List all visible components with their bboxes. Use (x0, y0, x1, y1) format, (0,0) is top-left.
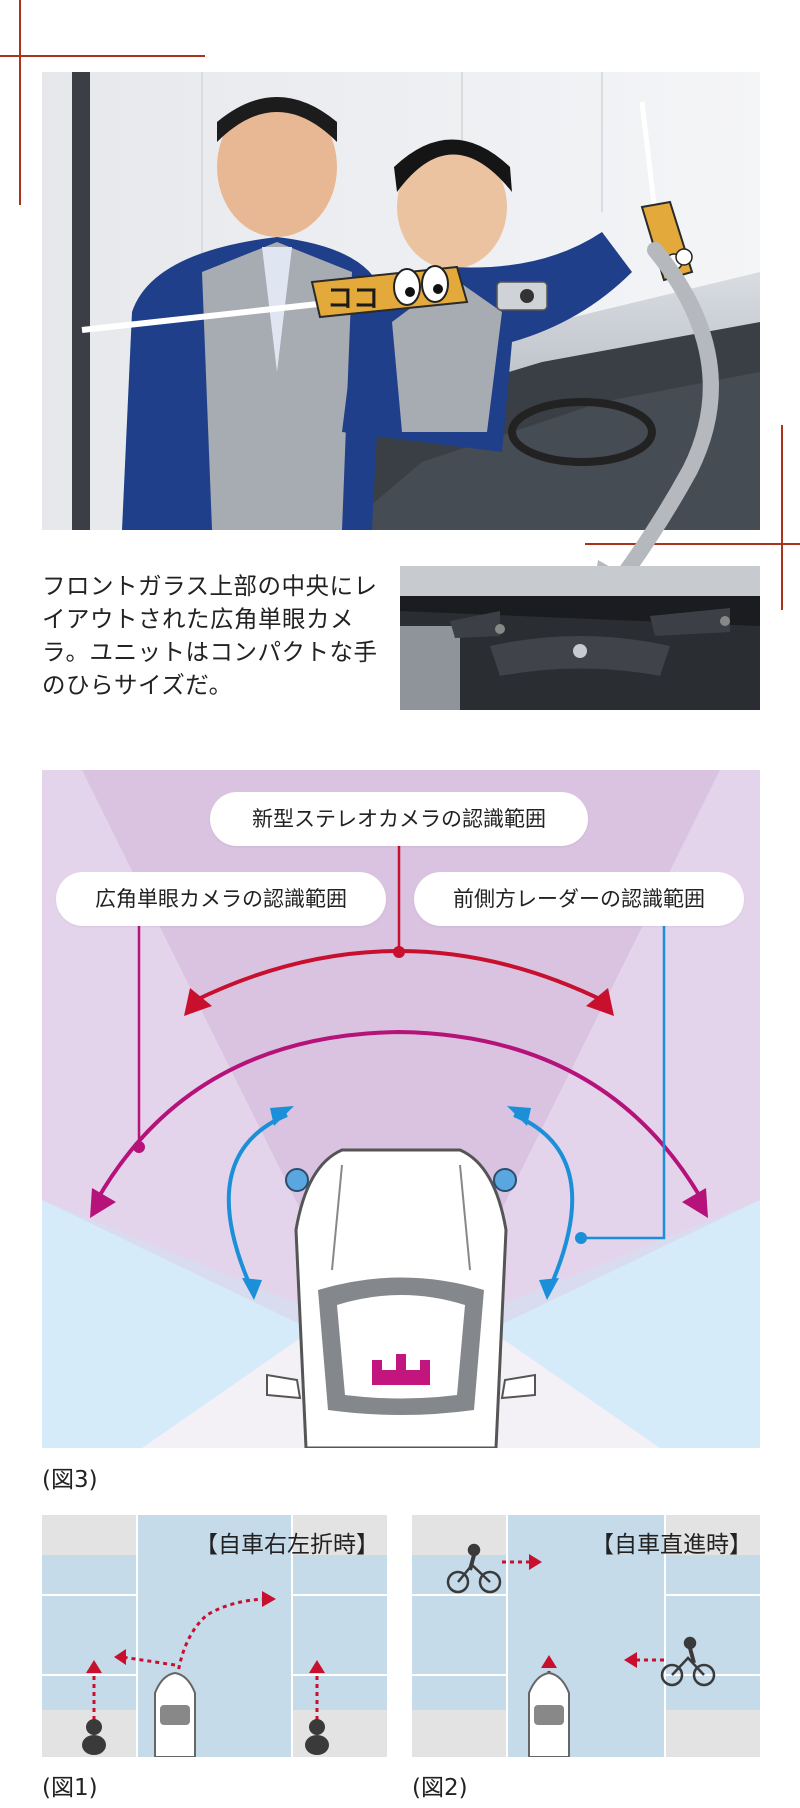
engineers-photo: ココ (42, 72, 760, 530)
label-wide-range: 広角単眼カメラの認識範囲 (56, 872, 386, 926)
radar-range-arrows (226, 898, 666, 1300)
corner-line-right-h (585, 543, 800, 545)
corner-line-right-v (781, 425, 783, 610)
corner-line-top-h (0, 55, 205, 57)
figure3-diagram: 新型ステレオカメラの認識範囲 広角単眼カメラの認識範囲 前側方レーダーの認識範囲 (42, 770, 760, 1450)
cyclist-top (446, 1543, 502, 1594)
figure2-title: 【自車直進時】 (591, 1532, 752, 1558)
photo-caption: フロントガラス上部の中央にレイアウトされた広角単眼カメラ。ユニットはコンパクトな… (42, 572, 378, 699)
pointer-sign-1: ココ (310, 265, 469, 319)
figure1-diagram: 【自車右左折時】 (42, 1515, 387, 1758)
figure3-label: (図3) (42, 1467, 98, 1493)
wide-range-arrow (90, 898, 708, 1218)
ego-car (154, 1671, 196, 1758)
car-topview (266, 1148, 536, 1450)
engineers-photo-illustration: ココ (42, 72, 760, 530)
cyclist-right (660, 1636, 716, 1687)
label-radar-range: 前側方レーダーの認識範囲 (414, 872, 744, 926)
figure2-svg (412, 1515, 760, 1758)
camera-inset-photo (400, 566, 760, 710)
figure2-label: (図2) (412, 1775, 468, 1801)
figure1-svg (42, 1515, 387, 1758)
label-stereo-range: 新型ステレオカメラの認識範囲 (210, 792, 588, 846)
figure1-label: (図1) (42, 1775, 98, 1801)
ego-car-2 (528, 1671, 570, 1758)
camera-unit (496, 281, 548, 311)
stereo-range-arrow (184, 832, 614, 1016)
camera-inset-illustration (400, 566, 760, 710)
corner-line-top-v (19, 0, 21, 205)
figure1-title: 【自車右左折時】 (195, 1532, 379, 1558)
figure2-diagram: 【自車直進時】 (412, 1515, 760, 1758)
svg-text:ココ: ココ (327, 284, 379, 314)
pedestrian-left (82, 1719, 106, 1755)
pedestrian-right (305, 1719, 329, 1755)
